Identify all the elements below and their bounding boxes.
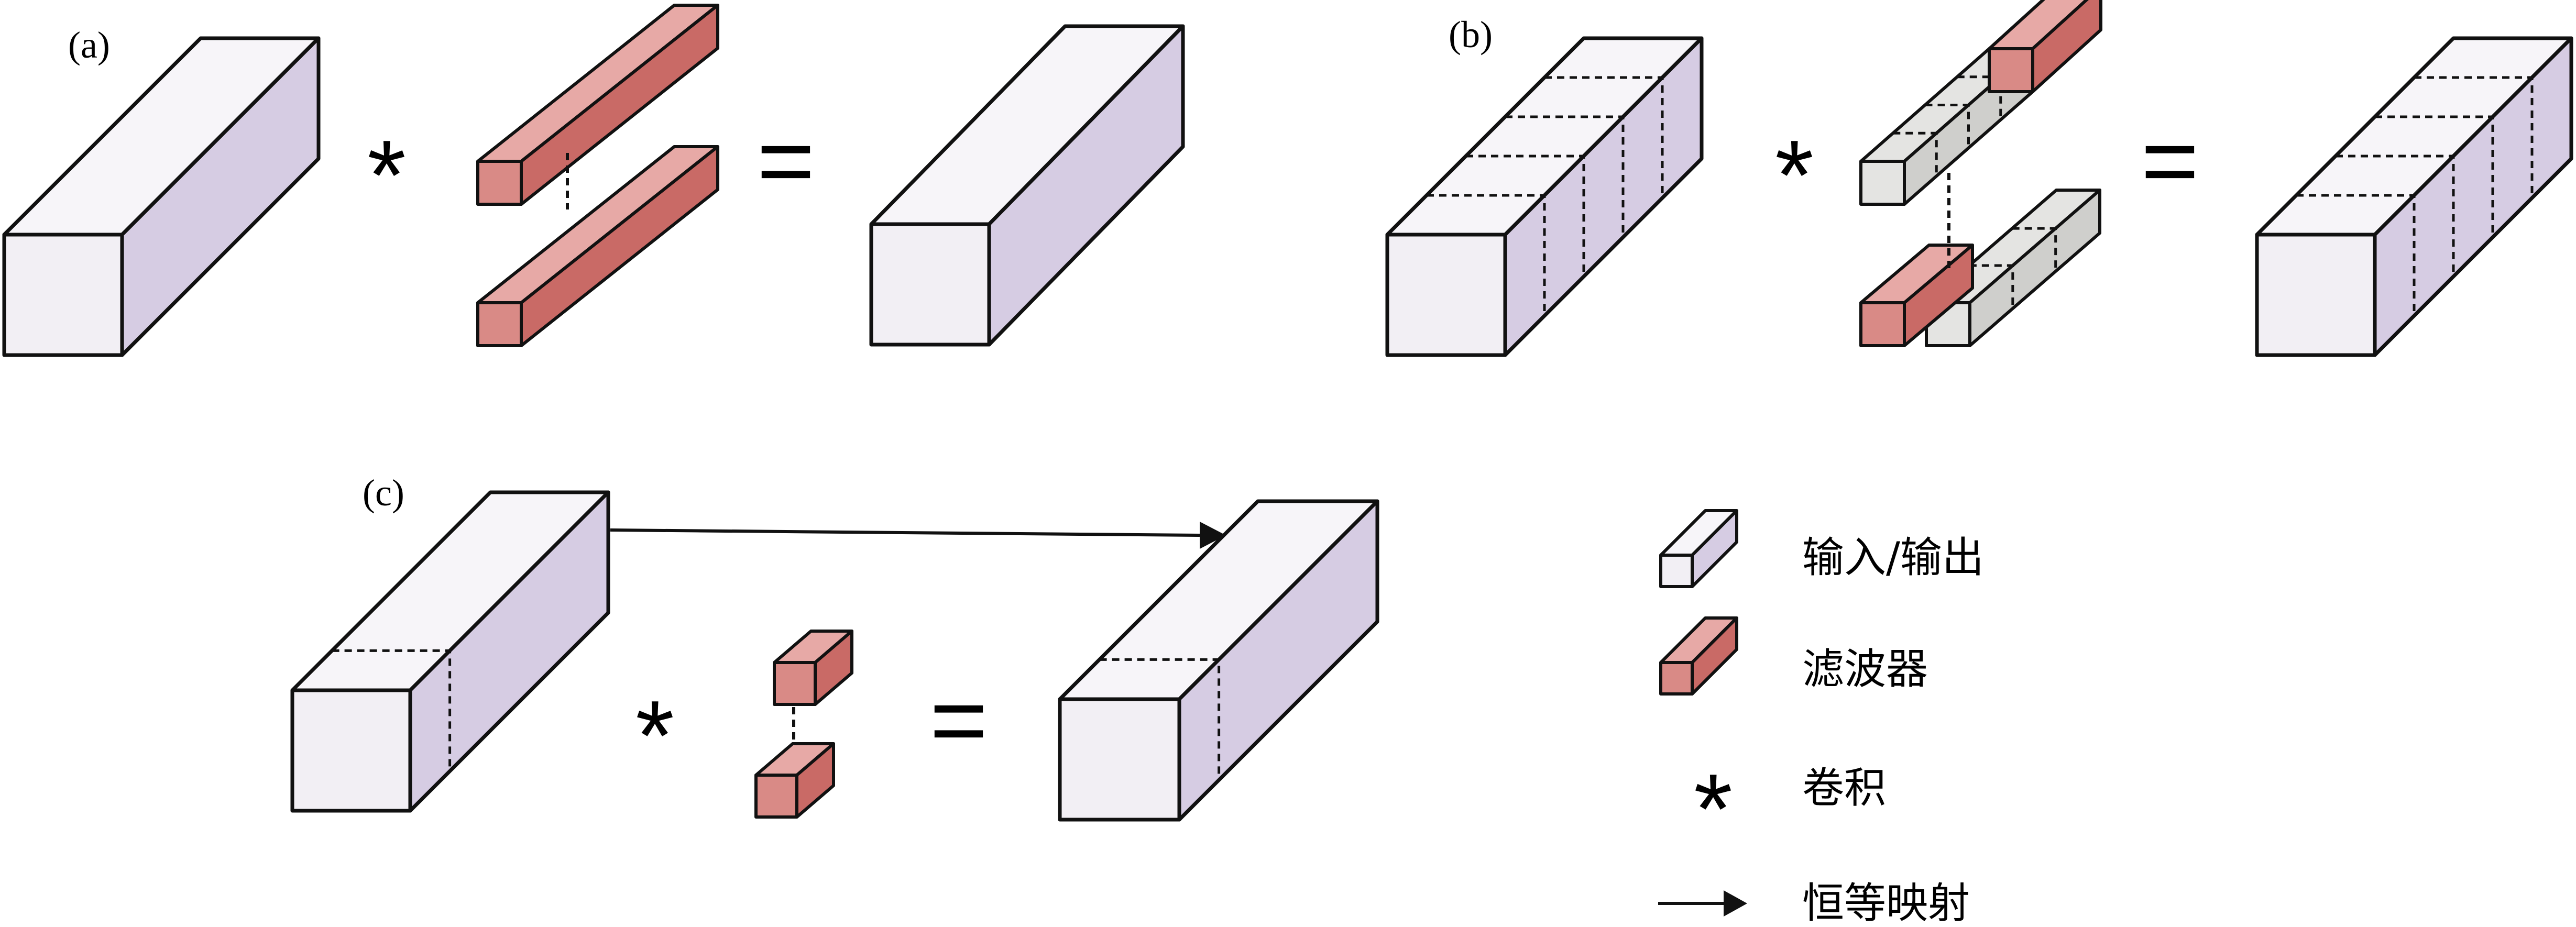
input-output-cuboid-icon	[1659, 509, 1738, 588]
panel-label-a: (a)	[68, 24, 110, 66]
panel-a-filter-bottom	[476, 145, 719, 347]
panel-a-equals-symbol: =	[757, 105, 815, 216]
panel-c-output-cuboid	[1058, 499, 1379, 822]
panel-b-input-cuboid	[1385, 36, 1704, 357]
asterisk-icon: *	[1694, 754, 1733, 865]
panel-a-filter-top	[476, 4, 719, 206]
panel-label-b: (b)	[1449, 14, 1493, 56]
arrow-right-icon	[1658, 890, 1747, 917]
panel-b-output-cuboid	[2255, 36, 2573, 357]
panel-b-filter-bottom	[1859, 189, 2101, 347]
legend-label-input-output: 输入/输出	[1802, 533, 1984, 582]
identity-mapping-arrow	[610, 522, 1226, 549]
panel-c-filter-bottom	[754, 742, 835, 819]
panel-c-input-cuboid	[290, 490, 610, 813]
panel-a-convolution-symbol: *	[367, 120, 406, 231]
panel-c-convolution-symbol: *	[635, 680, 674, 791]
panel-c-filter-top	[773, 630, 853, 706]
filter-cuboid-icon	[1659, 616, 1738, 696]
panel-b-filter-top	[1859, 0, 2102, 206]
legend-label-filter: 滤波器	[1802, 645, 1928, 693]
panel-a-input-cuboid	[2, 36, 321, 357]
panel-c-equals-symbol: =	[930, 665, 988, 776]
legend-label-convolution: 卷积	[1802, 764, 1886, 812]
legend: 输入/输出 滤波器 * 卷积 恒等映射	[1658, 509, 1984, 927]
panel-b-equals-symbol: =	[2141, 105, 2199, 216]
panel-b-convolution-symbol: *	[1775, 120, 1814, 231]
legend-label-identity-mapping: 恒等映射	[1802, 879, 1970, 927]
panel-a-output-cuboid	[869, 24, 1185, 347]
panel-label-c: (c)	[363, 472, 404, 514]
